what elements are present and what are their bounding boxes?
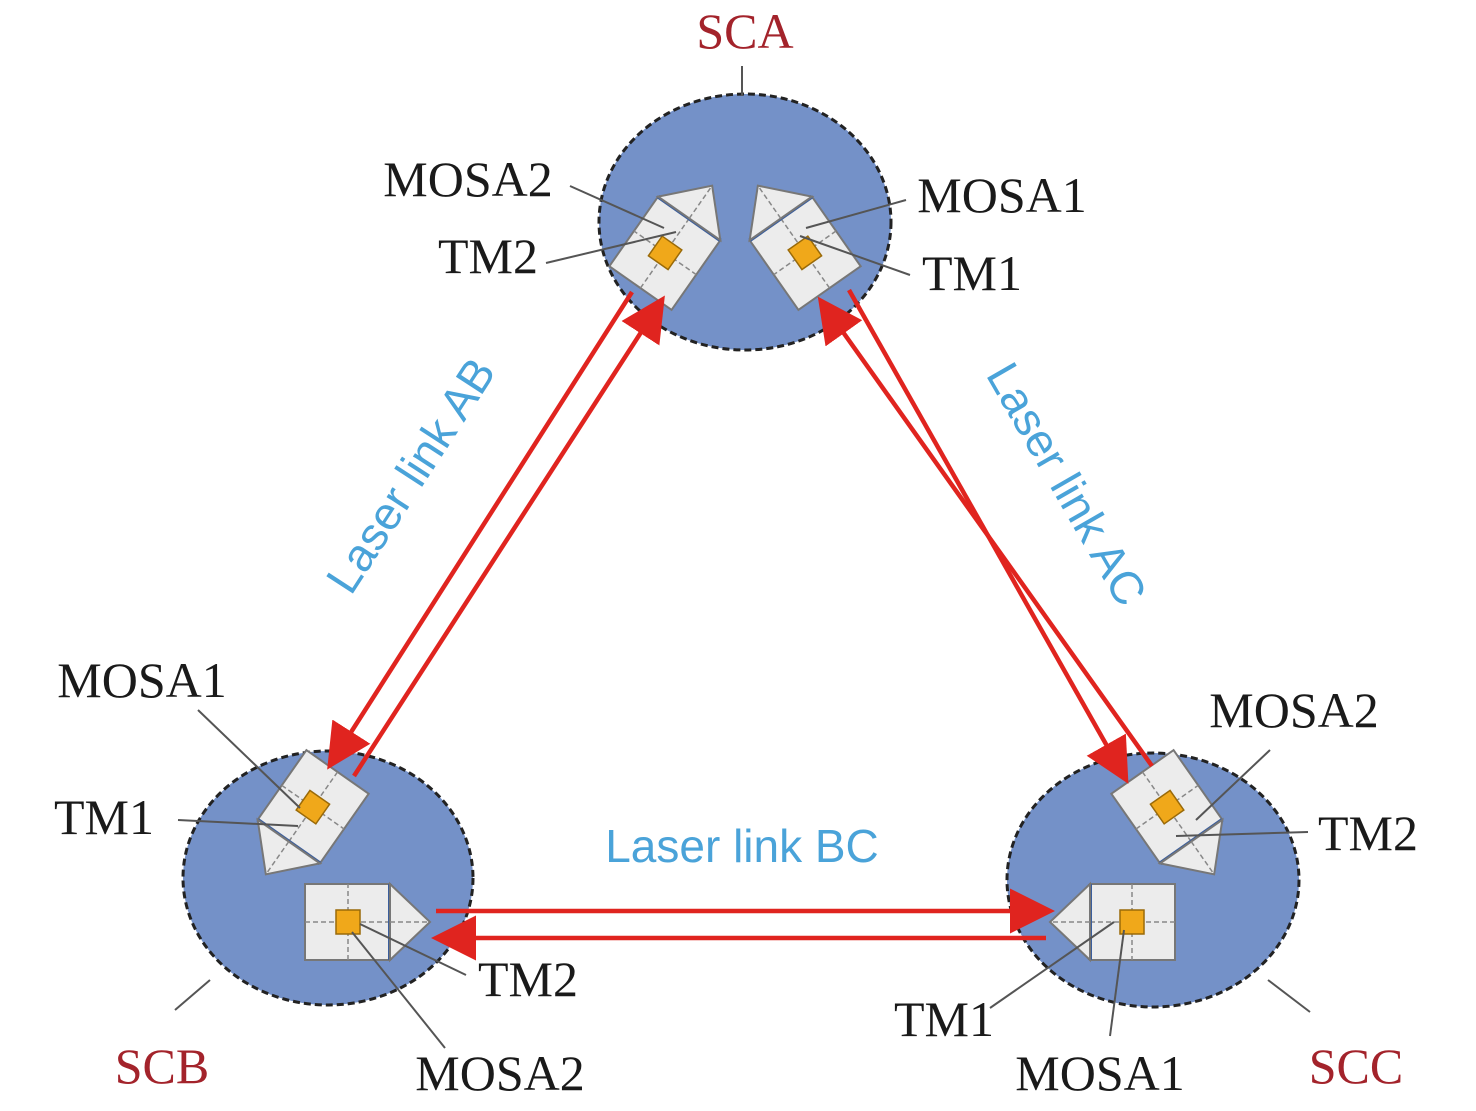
scc-mosa1-leader (1109, 929, 1125, 1037)
beam-c-to-a (817, 296, 1154, 768)
scc-mosa2-label: MOSA2 (1209, 682, 1378, 738)
scc-tm2-leader (1175, 831, 1309, 837)
scb-mosa2-label: MOSA2 (415, 1045, 584, 1101)
scb-mosa1-label: MOSA1 (57, 652, 226, 708)
sca-tm1-leader (799, 235, 911, 276)
beam-a-to-b (327, 290, 634, 770)
link-ac-label: Laser link AC (977, 354, 1158, 615)
scb-mosa2-leader (351, 931, 446, 1049)
sca-mosa1-leader (805, 199, 907, 229)
scb-mosa1-leader (197, 709, 301, 809)
sca-tm2-leader (545, 231, 677, 264)
scc-tm1-label: TM1 (894, 991, 994, 1047)
sca-mosa1-label: MOSA1 (917, 167, 1086, 223)
sca-tm1-label: TM1 (922, 245, 1022, 301)
scb-tm2-label: TM2 (478, 951, 578, 1007)
scb-tm1-leader (177, 819, 299, 827)
beam-b-to-a (352, 295, 665, 778)
sca-mosa2-label: MOSA2 (383, 151, 552, 207)
scb-tm1-label: TM1 (54, 789, 154, 845)
scb-tm2-leader (359, 923, 467, 976)
link-ab-label: Laser link AB (316, 349, 506, 602)
scc-tm1-leader (989, 921, 1115, 1009)
sca-tm2-label: TM2 (438, 228, 538, 284)
scc-mosa2-leader (1195, 749, 1271, 821)
scc-mosa1-label: MOSA1 (1015, 1045, 1184, 1101)
sca-mosa2-leader (569, 185, 665, 229)
sca-label: SCA (696, 3, 793, 59)
scc-label: SCC (1309, 1038, 1404, 1094)
scc-leader (1267, 979, 1311, 1013)
link-bc-label: Laser link BC (605, 820, 879, 872)
scb-label: SCB (115, 1038, 210, 1094)
scc-tm2-label: TM2 (1318, 805, 1418, 861)
scb-leader (174, 979, 211, 1011)
